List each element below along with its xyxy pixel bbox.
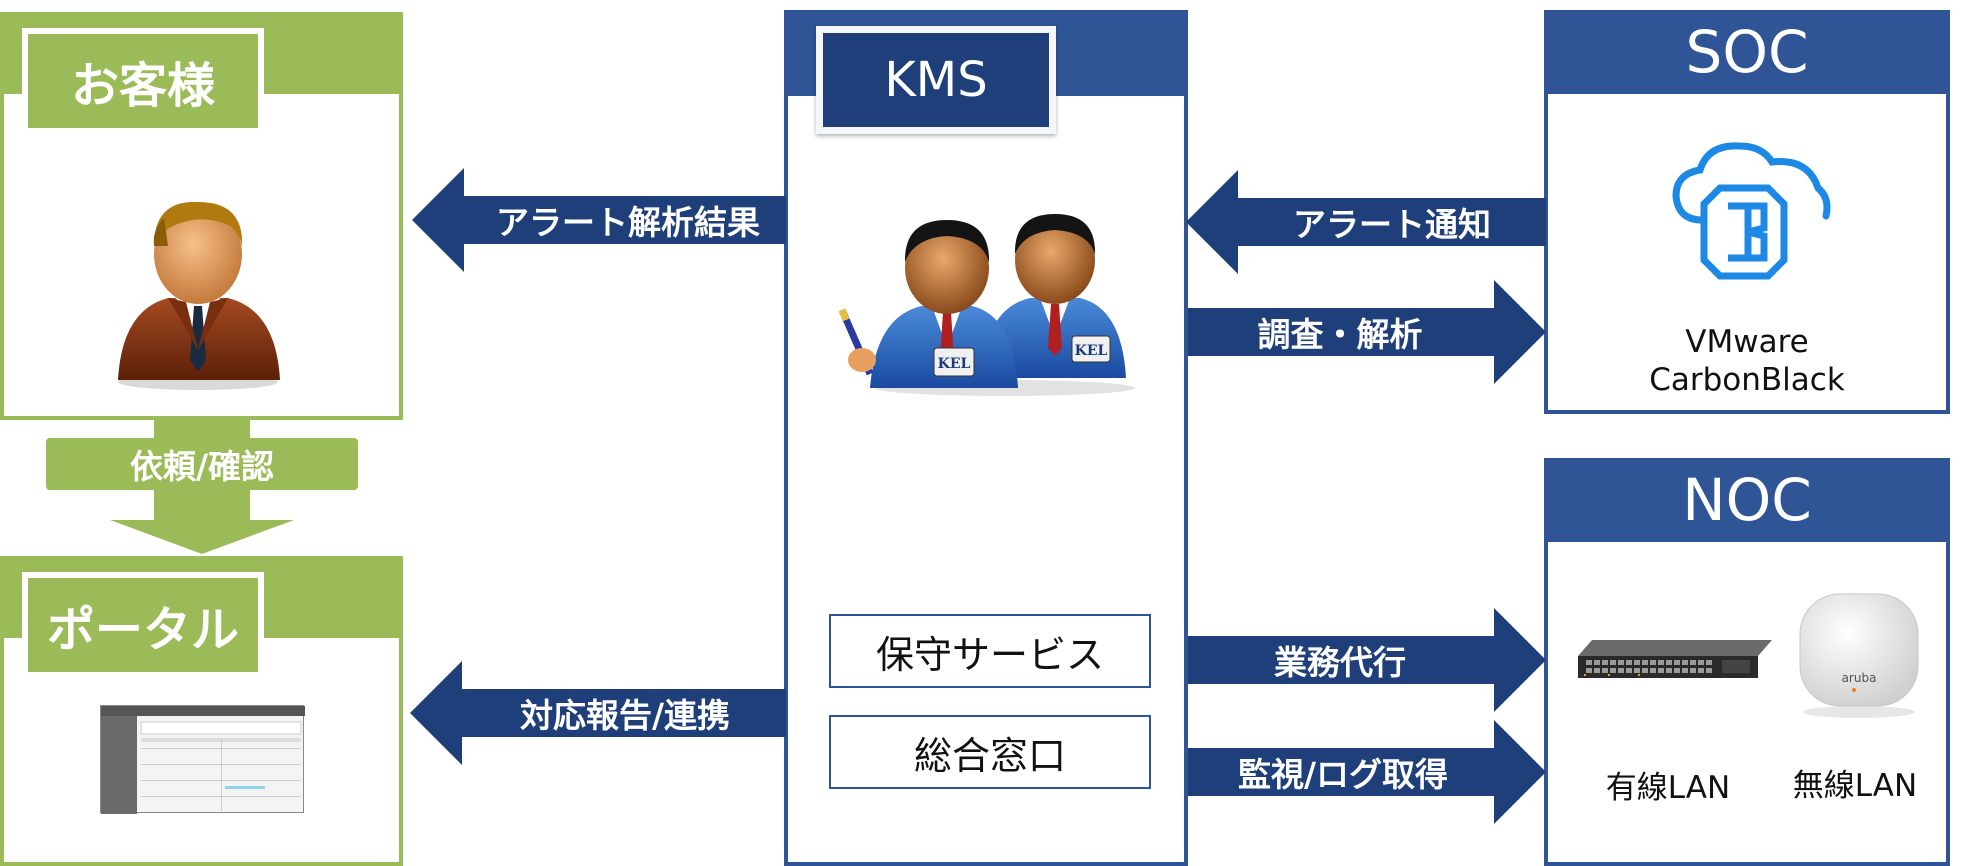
operations-arrow bbox=[1188, 608, 1546, 712]
service-helpdesk-box: 総合窓口 bbox=[829, 715, 1151, 789]
customer-title: お客様 bbox=[22, 28, 264, 134]
ap-brand-logo: aruba bbox=[1842, 671, 1877, 685]
alert-result-arrow bbox=[412, 168, 786, 272]
alert-notify-label: アラート通知 bbox=[1293, 205, 1491, 244]
noc-title: NOC bbox=[1544, 458, 1950, 542]
portal-screenshot-icon bbox=[100, 705, 305, 814]
carbonblack-cloud-icon bbox=[1668, 136, 1834, 288]
alert-notify-arrow bbox=[1186, 170, 1546, 274]
noc-wired-label: 有線LAN bbox=[1605, 770, 1731, 806]
portal-title: ポータル bbox=[22, 572, 264, 678]
staff-pair-icon: KEL KEL bbox=[830, 198, 1150, 398]
service-maintenance-box: 保守サービス bbox=[829, 614, 1151, 688]
network-switch-icon bbox=[1578, 636, 1772, 682]
customer-person-icon bbox=[108, 190, 288, 390]
report-label: 対応報告/連携 bbox=[519, 696, 731, 735]
soc-product-line1: VMware bbox=[1685, 324, 1809, 360]
operations-label: 業務代行 bbox=[1274, 643, 1406, 682]
wireless-access-point-icon: aruba bbox=[1796, 590, 1922, 718]
alert-result-label: アラート解析結果 bbox=[496, 203, 760, 242]
noc-wireless-label: 無線LAN bbox=[1792, 768, 1918, 804]
staff-badge-back: KEL bbox=[1075, 343, 1108, 359]
request-label: 依頼/確認 bbox=[129, 447, 275, 486]
investigate-label: 調査・解析 bbox=[1257, 315, 1423, 354]
soc-product-line2: CarbonBlack bbox=[1649, 362, 1845, 398]
kms-title: KMS bbox=[816, 26, 1056, 134]
report-arrow bbox=[410, 661, 786, 765]
investigate-arrow bbox=[1188, 280, 1546, 384]
soc-title: SOC bbox=[1544, 10, 1950, 94]
monitoring-label: 監視/ログ取得 bbox=[1237, 755, 1449, 794]
staff-badge-front: KEL bbox=[938, 356, 971, 372]
monitoring-arrow bbox=[1188, 720, 1546, 824]
request-arrow bbox=[46, 418, 358, 554]
